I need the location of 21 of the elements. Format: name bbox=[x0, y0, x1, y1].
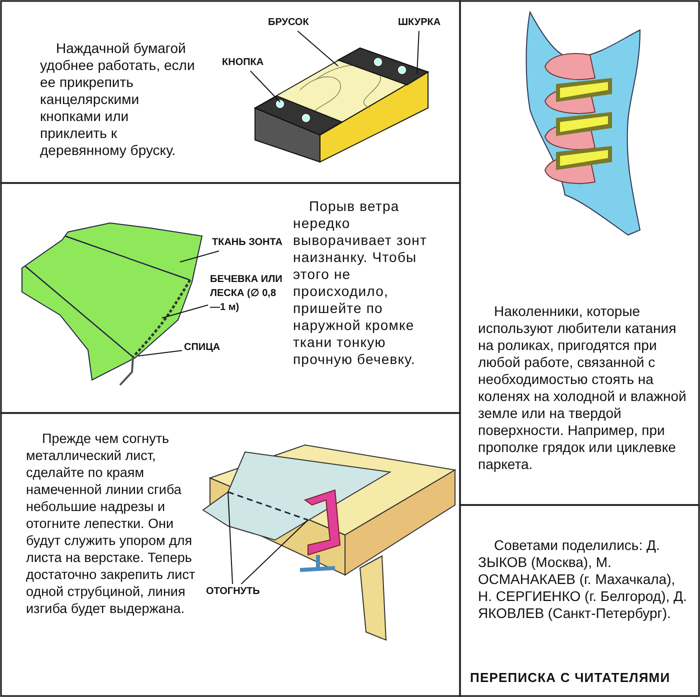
tip-paragraph: Порыв ветра нередко выворачивает зонт наизнанку. Чтобы этого не происходило, пришейте по наружной кромке ткани тонкую прочную бечевку. bbox=[293, 198, 428, 368]
tip-paragraph: Наколенники, которые используют любители катания на роликах, пригодятся при любой работе, связанной с необходимостью стоять на коленях на холодной и влажной земле или на твердой поверхности. Например, при прополке грядок или циклевке паркета. bbox=[478, 303, 688, 473]
leader-line bbox=[297, 30, 338, 66]
leader-line bbox=[250, 70, 280, 102]
part-label: КНОПКА bbox=[222, 56, 264, 70]
tip-paragraph: Наждачной бумагой удобнее работать, если ее прикрепить канцелярскими кнопками или приклеить к деревянному бруску. bbox=[40, 40, 196, 159]
part-label: БЕЧЕВКА ИЛИ ЛЕСКА (∅ 0,8—1 м) bbox=[210, 273, 284, 315]
leader-line bbox=[228, 492, 234, 584]
leader-line bbox=[138, 350, 182, 356]
leader-line bbox=[162, 304, 208, 318]
tip-paragraph: Прежде чем согнуть металлический лист, сделайте по краям намеченной линии сгиба небольшие надрезы и отогните лепестки. Они будут служить упором для листа на верстаке. Теперь достаточно закрепить лист одной струбциной, линия изгиба будет выдержана. bbox=[26, 430, 196, 617]
leader-line bbox=[240, 520, 308, 584]
leader-line bbox=[416, 30, 420, 74]
part-label: СПИЦА bbox=[184, 341, 220, 355]
part-label: БРУСОК bbox=[268, 16, 309, 30]
part-label: ШКУРКА bbox=[398, 16, 441, 30]
leader-line bbox=[180, 250, 220, 262]
credits-paragraph: Советами поделились: Д. ЗЫКОВ (Москва), М. ОСМАНАКАЕВ (г. Махачкала), Н. СЕРГИЕНКО (г. Белгород), Д. ЯКОВЛЕВ (Санкт-Петербург). bbox=[478, 537, 688, 622]
part-label: ОТОГНУТЬ bbox=[206, 585, 260, 599]
part-label: ТКАНЬ ЗОНТА bbox=[212, 236, 282, 250]
section-heading: ПЕРЕПИСКА С ЧИТАТЕЛЯМИ bbox=[470, 670, 670, 686]
